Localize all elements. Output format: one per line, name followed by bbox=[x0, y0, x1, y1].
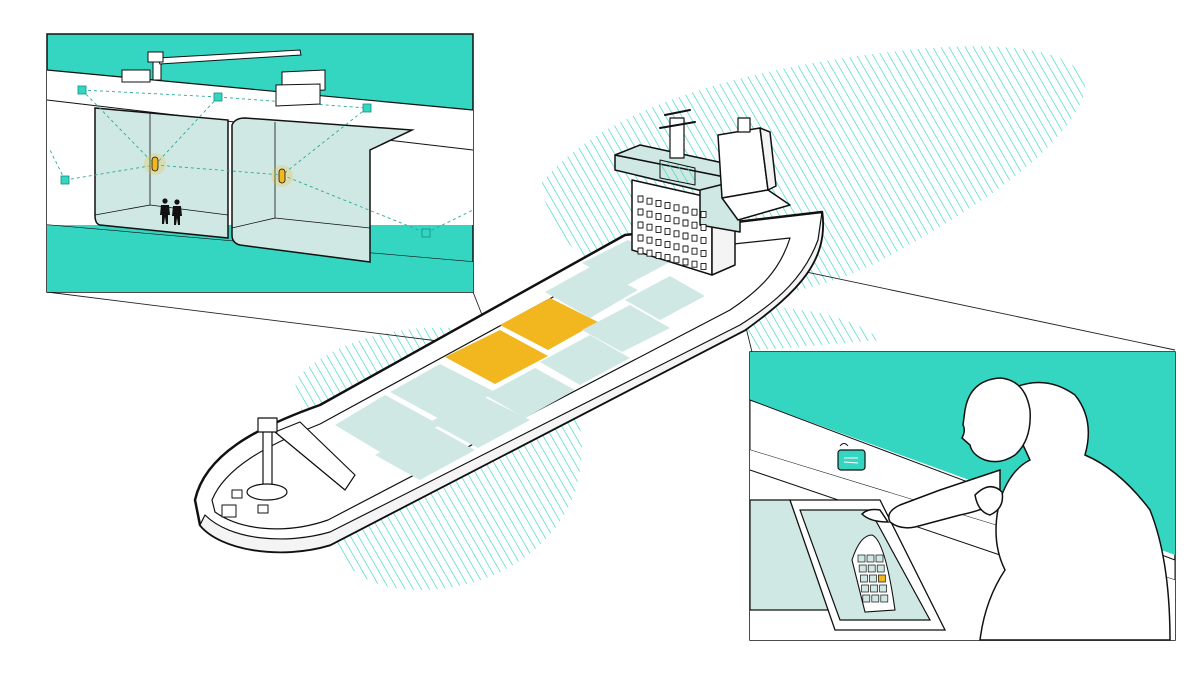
screen-cell bbox=[870, 584, 878, 593]
window bbox=[637, 247, 644, 255]
screen-cell bbox=[867, 564, 876, 573]
window bbox=[664, 241, 671, 249]
hatch-highlighted-1 bbox=[445, 330, 548, 384]
person-icon bbox=[160, 198, 182, 225]
screen-cell bbox=[869, 574, 877, 583]
window bbox=[664, 215, 671, 223]
operator-icon bbox=[860, 377, 1171, 641]
window bbox=[655, 225, 662, 233]
window bbox=[673, 230, 680, 238]
screen-cell bbox=[862, 594, 871, 603]
screen-cell bbox=[861, 584, 869, 593]
window bbox=[682, 258, 689, 266]
window bbox=[664, 202, 671, 210]
window bbox=[655, 238, 662, 246]
window bbox=[664, 254, 671, 262]
screen-cell bbox=[879, 584, 887, 593]
window bbox=[700, 249, 707, 257]
window bbox=[691, 208, 698, 216]
lamp-icon bbox=[144, 153, 293, 187]
screen-cell bbox=[871, 594, 880, 603]
screen-cell bbox=[875, 554, 884, 563]
window bbox=[646, 249, 653, 257]
window bbox=[673, 256, 680, 264]
window bbox=[673, 243, 680, 251]
window bbox=[700, 236, 707, 244]
window bbox=[655, 199, 662, 207]
screen-cell bbox=[858, 564, 867, 573]
sensor-node-icon bbox=[60, 85, 431, 238]
window bbox=[700, 262, 707, 270]
window bbox=[691, 234, 698, 242]
superstructure bbox=[614, 109, 791, 276]
screen-cell-highlighted bbox=[878, 574, 886, 583]
window bbox=[637, 234, 644, 242]
window bbox=[655, 212, 662, 220]
screen-cell bbox=[857, 554, 866, 563]
screen-cell bbox=[866, 554, 875, 563]
window bbox=[646, 197, 653, 205]
window bbox=[691, 221, 698, 229]
window bbox=[673, 204, 680, 212]
window bbox=[682, 232, 689, 240]
crane-icon bbox=[121, 49, 326, 107]
window bbox=[700, 210, 707, 218]
screen-cell bbox=[880, 594, 889, 603]
window bbox=[646, 210, 653, 218]
screen-cell bbox=[876, 564, 885, 573]
inset-cargo-hold bbox=[46, 33, 474, 293]
hatch-highlighted-2 bbox=[500, 298, 598, 350]
window bbox=[637, 195, 644, 203]
window bbox=[682, 206, 689, 214]
window bbox=[646, 236, 653, 244]
window bbox=[682, 245, 689, 253]
screen-cell bbox=[860, 574, 868, 583]
window bbox=[682, 219, 689, 227]
inset-bridge-console bbox=[749, 351, 1176, 641]
window bbox=[637, 221, 644, 229]
sensor-node-icon bbox=[837, 443, 866, 471]
window bbox=[700, 223, 707, 231]
window bbox=[664, 228, 671, 236]
touchscreen-icon bbox=[851, 534, 896, 613]
window bbox=[673, 217, 680, 225]
window bbox=[691, 247, 698, 255]
window bbox=[655, 251, 662, 259]
window bbox=[646, 223, 653, 231]
window bbox=[691, 260, 698, 268]
window bbox=[637, 208, 644, 216]
cargo-ship-icon bbox=[193, 109, 825, 554]
